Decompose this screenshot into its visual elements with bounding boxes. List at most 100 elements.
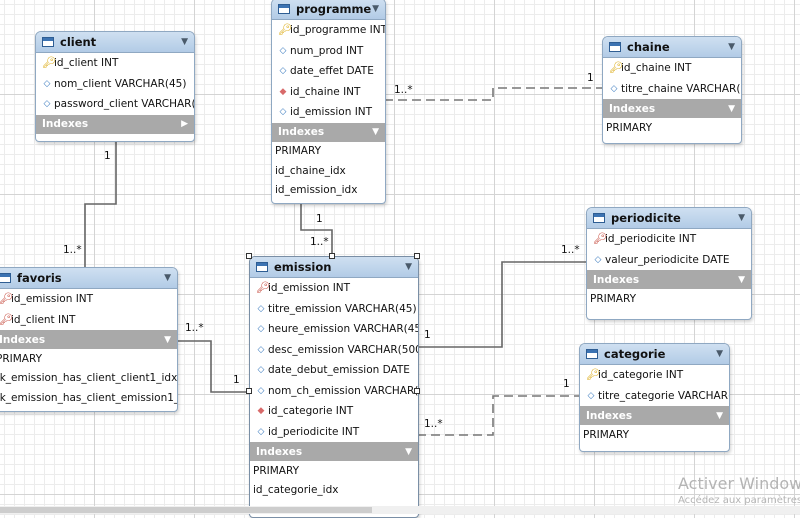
- collapse-icon[interactable]: ▼: [164, 334, 171, 345]
- foreign-primary-key-icon: 🔑︎: [256, 281, 270, 295]
- column-row[interactable]: ◇valeur_periodicite DATE: [594, 253, 730, 266]
- resize-handle[interactable]: [414, 253, 420, 259]
- table-icon: [278, 4, 290, 14]
- index-row[interactable]: id_chaine_idx: [275, 164, 346, 177]
- table-periodicite[interactable]: periodicite ▼ 🔑︎id_periodicite INT ◇vale…: [586, 207, 752, 320]
- resize-handle[interactable]: [246, 388, 252, 394]
- column-row[interactable]: 🔑︎id_emission INT: [256, 281, 351, 295]
- column-row[interactable]: ◇id_periodicite INT: [257, 425, 360, 438]
- indexes-section[interactable]: Indexes▼: [587, 270, 751, 289]
- table-chaine[interactable]: chaine ▼ 🔑︎id_chaine INT ◇titre_chaine V…: [602, 36, 742, 144]
- index-row[interactable]: id_categorie_idx: [253, 484, 339, 497]
- column-row[interactable]: 🔑︎id_client INT: [42, 56, 119, 70]
- horizontal-scrollbar[interactable]: [0, 506, 800, 514]
- table-categorie[interactable]: categorie ▼ 🔑︎id_categorie INT ◇titre_ca…: [579, 343, 730, 452]
- column-icon: ◇: [257, 344, 265, 355]
- column-row[interactable]: ◇heure_emission VARCHAR(45): [257, 323, 419, 336]
- index-row[interactable]: id_emission_idx: [275, 184, 358, 197]
- table-header[interactable]: chaine ▼: [603, 37, 741, 58]
- scrollbar-thumb[interactable]: [0, 507, 372, 513]
- column-row[interactable]: ◇desc_emission VARCHAR(500): [257, 343, 419, 356]
- table-client[interactable]: client ▼ 🔑︎id_client INT ◇nom_client VAR…: [35, 31, 195, 142]
- table-icon: [0, 273, 11, 283]
- column-row[interactable]: ◇titre_chaine VARCHAR(45): [610, 82, 741, 95]
- column-row[interactable]: ◇password_client VARCHAR(45): [43, 98, 195, 111]
- column-row[interactable]: ◇date_debut_emission DATE: [257, 364, 410, 377]
- column-row[interactable]: 🔑︎id_periodicite INT: [593, 232, 697, 246]
- table-header[interactable]: emission ▼: [250, 257, 418, 278]
- rel-programme-emission[interactable]: [300, 202, 333, 256]
- column-icon: ◇: [257, 365, 265, 376]
- column-row[interactable]: 🔑︎id_chaine INT: [609, 61, 692, 75]
- collapse-icon[interactable]: ▼: [164, 273, 171, 283]
- column-row[interactable]: ◇id_emission INT: [279, 106, 373, 119]
- indexes-section[interactable]: Indexes▼: [603, 99, 741, 118]
- column-row[interactable]: ◇titre_emission VARCHAR(45): [257, 302, 417, 315]
- resize-handle[interactable]: [329, 253, 335, 259]
- column-row[interactable]: ◇nom_client VARCHAR(45): [43, 77, 187, 90]
- table-emission[interactable]: emission ▼ 🔑︎id_emission INT ◇titre_emis…: [249, 256, 419, 518]
- table-header[interactable]: programme ▼: [272, 0, 385, 20]
- rel-client-favoris[interactable]: [84, 140, 117, 268]
- collapse-icon[interactable]: ▼: [716, 349, 723, 359]
- collapse-icon[interactable]: ▼: [372, 127, 379, 137]
- rel-emission-categorie[interactable]: [417, 395, 579, 436]
- indexes-section[interactable]: Indexes▼: [0, 330, 177, 349]
- primary-key-icon: 🔑︎: [42, 56, 56, 70]
- column-row[interactable]: 🔑︎id_client INT: [0, 312, 76, 326]
- indexes-section[interactable]: Indexes▶: [36, 114, 194, 134]
- cardinality-label: 1: [104, 150, 111, 162]
- collapse-icon[interactable]: ▼: [372, 4, 379, 14]
- collapse-icon[interactable]: ▼: [738, 213, 745, 223]
- table-header[interactable]: periodicite ▼: [587, 208, 751, 229]
- cardinality-label: 1: [424, 329, 431, 341]
- rel-emission-periodicite[interactable]: [417, 261, 586, 348]
- indexes-section[interactable]: Indexes▼: [580, 406, 729, 425]
- expand-icon[interactable]: ▶: [181, 119, 188, 129]
- rel-programme-chaine[interactable]: [384, 87, 602, 101]
- column-row[interactable]: ◇titre_categorie VARCHAR(45): [587, 389, 729, 402]
- column-row[interactable]: 🔑︎id_programme INT: [278, 23, 386, 37]
- rel-favoris-emission[interactable]: [176, 340, 249, 393]
- resize-handle[interactable]: [246, 253, 252, 259]
- column-row[interactable]: 🔑︎id_emission INT: [0, 292, 94, 306]
- column-icon: ◇: [257, 324, 265, 335]
- index-row[interactable]: fk_emission_has_client_emission1_idx: [0, 391, 177, 404]
- resize-handle[interactable]: [414, 388, 420, 394]
- column-row[interactable]: 🔑︎id_categorie INT: [586, 368, 684, 382]
- table-header[interactable]: favoris ▼: [0, 268, 177, 289]
- index-row[interactable]: fk_emission_has_client_client1_idx: [0, 372, 178, 385]
- collapse-icon[interactable]: ▼: [181, 37, 188, 47]
- indexes-section[interactable]: Indexes▼: [272, 122, 385, 142]
- collapse-icon[interactable]: ▼: [728, 42, 735, 52]
- index-row[interactable]: PRIMARY: [275, 145, 322, 158]
- column-row[interactable]: ◇num_prod INT: [279, 44, 364, 57]
- index-row[interactable]: PRIMARY: [583, 428, 630, 441]
- column-icon: ◇: [587, 390, 595, 401]
- index-row[interactable]: PRIMARY: [253, 464, 300, 477]
- column-icon: ◇: [257, 385, 265, 396]
- column-icon: ◇: [279, 107, 287, 118]
- foreign-primary-key-icon: 🔑︎: [593, 232, 607, 246]
- table-programme[interactable]: programme ▼ 🔑︎id_programme INT ◇num_prod…: [271, 0, 386, 204]
- collapse-icon[interactable]: ▼: [716, 410, 723, 421]
- collapse-icon[interactable]: ▼: [405, 446, 412, 457]
- collapse-icon[interactable]: ▼: [728, 103, 735, 114]
- table-favoris[interactable]: favoris ▼ 🔑︎id_emission INT 🔑︎id_client …: [0, 267, 178, 412]
- column-icon: ◇: [279, 45, 287, 56]
- cardinality-label: 1..*: [424, 418, 443, 430]
- index-row[interactable]: PRIMARY: [590, 292, 637, 305]
- index-row[interactable]: PRIMARY: [606, 121, 653, 134]
- indexes-section[interactable]: Indexes▼: [250, 442, 418, 461]
- index-row[interactable]: PRIMARY: [0, 352, 43, 365]
- column-row[interactable]: ◆id_categorie INT: [257, 405, 354, 418]
- table-header[interactable]: client ▼: [36, 32, 194, 53]
- column-row[interactable]: ◇date_effet DATE: [279, 65, 374, 78]
- column-row[interactable]: ◆id_chaine INT: [279, 85, 361, 98]
- collapse-icon[interactable]: ▼: [738, 274, 745, 285]
- table-name: emission: [274, 260, 332, 274]
- collapse-icon[interactable]: ▼: [405, 262, 412, 272]
- table-header[interactable]: categorie ▼: [580, 344, 729, 365]
- column-row[interactable]: ◇nom_ch_emission VARCHAR(45): [257, 384, 419, 397]
